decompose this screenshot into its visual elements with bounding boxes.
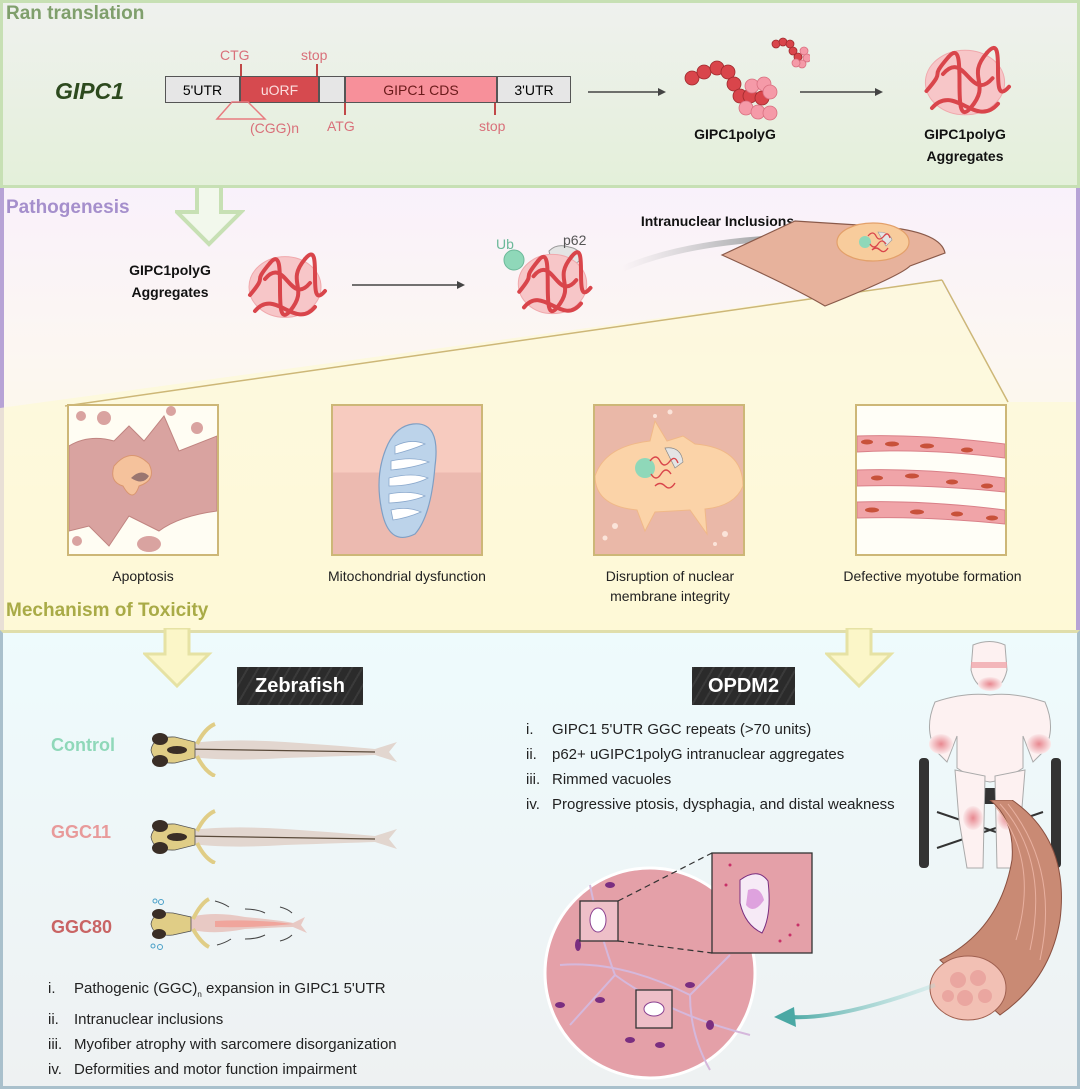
atg-marker (344, 103, 346, 115)
nuclear-membrane-panel (593, 404, 745, 556)
opdm2-finding: iii.Rimmed vacuoles (526, 771, 672, 788)
segment-uorf: uORF (240, 76, 319, 103)
zebrafish-control-icon (150, 722, 397, 777)
section-title-mechanism: Mechanism of Toxicity (6, 600, 209, 621)
ctg-label: CTG (220, 47, 250, 63)
opdm2-badge: OPDM2 (692, 667, 795, 705)
aggregates-label-line1: GIPC1polyG (924, 126, 1006, 142)
polyg-label: GIPC1polyG (694, 126, 776, 142)
segment-gipc1-cds: GIPC1 CDS (345, 76, 497, 103)
group-label-control: Control (51, 735, 115, 755)
segment-5utr: 5'UTR (165, 76, 240, 103)
panel-caption-nuclear-line2: membrane integrity (610, 588, 730, 604)
p62-label: p62 (563, 232, 587, 248)
apoptosis-panel (67, 404, 219, 556)
opdm2-finding: i.GIPC1 5'UTR GGC repeats (>70 units) (526, 721, 812, 738)
arrow-right-icon (588, 88, 666, 96)
polyg-peptide-icon (684, 37, 810, 121)
intranuclear-inclusions-label: Intranuclear Inclusions (640, 213, 795, 229)
panel-caption-nuclear-line1: Disruption of nuclear (605, 568, 735, 584)
mitochondrial-panel (331, 404, 483, 556)
mitochondrion-icon (378, 423, 437, 538)
myotube-icon (857, 435, 1005, 525)
zebrafish-findings-list: i.Pathogenic (GGC)n expansion in GIPC1 5… (48, 976, 397, 1082)
zebrafish-finding: i.Pathogenic (GGC)n expansion in GIPC1 5… (48, 980, 386, 999)
zebrafish-badge: Zebrafish (237, 667, 363, 705)
pathogenesis-aggregates-line2: Aggregates (131, 284, 209, 300)
atg-label: ATG (327, 118, 355, 134)
mechanism-section (0, 630, 1080, 1089)
cell-with-inclusion-icon (720, 220, 946, 307)
aggregates-label: GIPC1polyG Aggregates (905, 123, 1025, 167)
aggregate-icon (517, 250, 593, 315)
ubiquitin-icon (503, 249, 525, 271)
cgg-repeat-label: (CGG)n (250, 120, 299, 136)
myotube-panel (855, 404, 1007, 556)
arrow-down-icon (175, 186, 245, 247)
arrow-down-icon (143, 628, 213, 689)
arrow-right-icon (352, 281, 465, 289)
opdm2-finding: iv.Progressive ptosis, dysphagia, and di… (526, 796, 895, 813)
aggregate-icon (924, 46, 1011, 116)
zebrafish-finding: ii.Intranuclear inclusions (48, 1011, 224, 1028)
aggregate-icon (248, 252, 327, 318)
opdm2-finding: ii.p62+ uGIPC1polyG intranuclear aggrega… (526, 746, 845, 763)
ub-label: Ub (496, 236, 514, 252)
gene-label: GIPC1 (55, 78, 125, 104)
cds-stop-marker (494, 103, 496, 115)
ctg-marker (240, 64, 242, 76)
panel-caption-apoptosis: Apoptosis (112, 568, 174, 584)
pathogenesis-aggregates-label: GIPC1polyG Aggregates (110, 259, 230, 303)
zebrafish-finding: iii.Myofiber atrophy with sarcomere diso… (48, 1036, 397, 1053)
disrupted-nucleus-icon (595, 409, 743, 546)
zebrafish-finding: iv.Deformities and motor function impair… (48, 1061, 357, 1078)
group-label-ggc11: GGC11 (51, 822, 112, 842)
aggregates-label-line2: Aggregates (926, 148, 1004, 164)
opdm2-findings-list: i.GIPC1 5'UTR GGC repeats (>70 units) ii… (526, 717, 895, 817)
muscle-bundle-icon (929, 800, 1062, 1021)
uorf-stop-label: stop (301, 47, 328, 63)
cds-stop-label: stop (479, 118, 506, 134)
cgg-repeat-trapezoid (215, 101, 267, 120)
panel-caption-mitochondrial: Mitochondrial dysfunction (328, 568, 486, 584)
histology-section-icon (543, 852, 936, 1080)
arrow-right-icon (800, 88, 883, 96)
segment-3utr: 3'UTR (497, 76, 571, 103)
uorf-stop-marker (316, 64, 318, 76)
section-title-ran: Ran translation (6, 3, 145, 24)
segment-spacer (319, 76, 345, 103)
zebrafish-ggc11-icon (150, 809, 397, 864)
panel-caption-nuclear-membrane: Disruption of nuclear membrane integrity (570, 566, 770, 606)
apoptosis-icon (69, 406, 217, 552)
panel-caption-myotube: Defective myotube formation (843, 568, 1022, 584)
pathogenesis-aggregates-line1: GIPC1polyG (129, 262, 211, 278)
section-title-pathogenesis: Pathogenesis (6, 197, 130, 218)
zebrafish-ggc80-icon (150, 897, 307, 950)
group-label-ggc80: GGC80 (51, 917, 113, 937)
zoom-callout-background (0, 279, 1076, 630)
arrow-down-icon (825, 628, 895, 689)
